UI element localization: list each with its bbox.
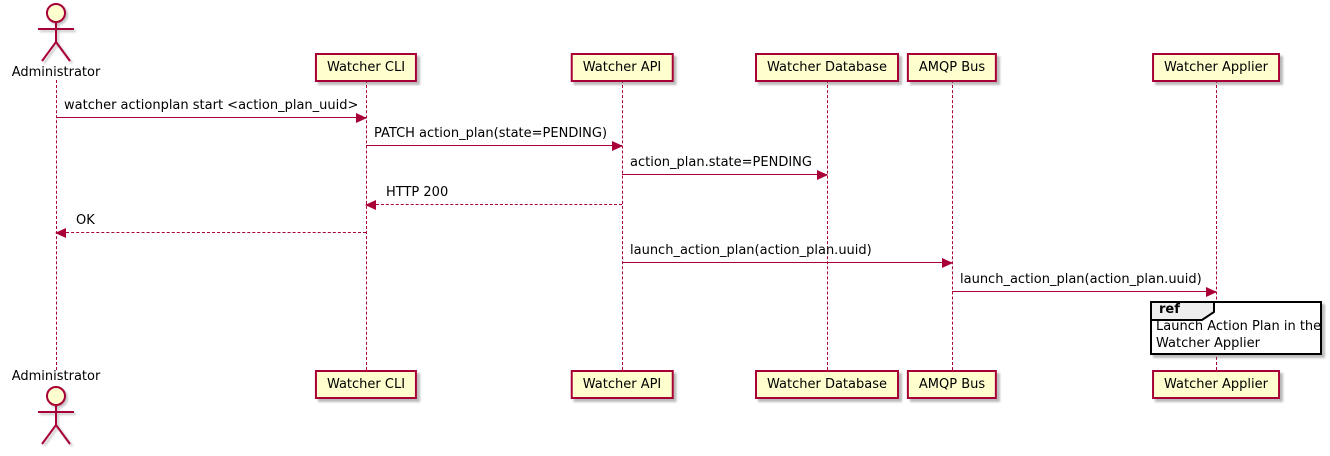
ref-keyword: ref (1159, 302, 1180, 317)
message-1: watcher actionplan start <action_plan_uu… (56, 98, 367, 123)
message-line (952, 291, 1216, 292)
actor-figure-icon (38, 386, 74, 445)
participant-bottom-watcher-applier: Watcher Applier (1152, 370, 1280, 399)
participant-top-watcher-applier: Watcher Applier (1152, 53, 1280, 82)
message-7: launch_action_plan(action_plan.uuid) (952, 272, 1217, 297)
ref-tab-shape-icon (1150, 301, 1215, 321)
participant-label: Watcher Database (767, 60, 887, 75)
participant-bottom-watcher-api: Watcher API (570, 370, 674, 399)
message-6: launch_action_plan(action_plan.uuid) (622, 243, 953, 268)
participant-top-amqp-bus: AMQP Bus (906, 53, 998, 82)
arrowhead-icon (1206, 287, 1217, 297)
arrowhead-icon (612, 141, 623, 151)
participant-label: AMQP Bus (918, 377, 986, 392)
lifeline-administrator (56, 80, 57, 370)
message-3: action_plan.state=PENDING (622, 155, 828, 180)
actor-label-top: Administrator (11, 65, 101, 80)
message-2: PATCH action_plan(state=PENDING) (366, 126, 623, 151)
message-label: PATCH action_plan(state=PENDING) (374, 126, 608, 141)
lifeline-watcher-cli (366, 80, 367, 370)
arrowhead-icon (365, 200, 376, 210)
actor-label-bottom: Administrator (11, 369, 101, 384)
message-5: OK (55, 213, 366, 238)
message-line (622, 174, 827, 175)
ref-text: Launch Action Plan in the Watcher Applie… (1152, 303, 1322, 352)
message-line (56, 117, 366, 118)
ref-fragment: ref Launch Action Plan in the Watcher Ap… (1150, 301, 1322, 355)
participant-label: Watcher CLI (326, 60, 406, 75)
lifeline-amqp-bus (952, 80, 953, 370)
message-line (366, 204, 622, 205)
participant-label: Watcher API (582, 60, 662, 75)
participant-bottom-amqp-bus: AMQP Bus (906, 370, 998, 399)
participant-label: AMQP Bus (918, 60, 986, 75)
arrowhead-icon (55, 228, 66, 238)
ref-text-line: Watcher Applier (1156, 336, 1260, 351)
participant-label: Watcher API (582, 377, 662, 392)
message-line (366, 145, 622, 146)
arrowhead-icon (942, 258, 953, 268)
participant-top-watcher-database: Watcher Database (755, 53, 899, 82)
message-line (622, 262, 952, 263)
participant-label: Watcher Applier (1164, 60, 1268, 75)
lifeline-watcher-database (827, 80, 828, 370)
arrowhead-icon (356, 113, 367, 123)
message-label: launch_action_plan(action_plan.uuid) (960, 272, 1202, 287)
participant-bottom-watcher-database: Watcher Database (755, 370, 899, 399)
participant-label: Watcher CLI (326, 377, 406, 392)
participant-label: Watcher Applier (1164, 377, 1268, 392)
ref-text-line: Launch Action Plan in the (1156, 319, 1322, 334)
lifeline-watcher-applier (1216, 80, 1217, 370)
actor-figure-icon (38, 3, 74, 62)
message-label: action_plan.state=PENDING (630, 155, 812, 170)
message-line (56, 232, 366, 233)
participant-top-watcher-cli: Watcher CLI (314, 53, 418, 82)
arrowhead-icon (817, 170, 828, 180)
message-label: HTTP 200 (386, 185, 449, 200)
message-label: watcher actionplan start <action_plan_uu… (64, 98, 359, 113)
message-label: OK (76, 213, 95, 228)
participant-label: Watcher Database (767, 377, 887, 392)
message-4: HTTP 200 (365, 185, 622, 210)
lifeline-watcher-api (622, 80, 623, 370)
message-label: launch_action_plan(action_plan.uuid) (630, 243, 872, 258)
ref-tab: ref (1150, 301, 1218, 321)
participant-top-watcher-api: Watcher API (570, 53, 674, 82)
participant-bottom-watcher-cli: Watcher CLI (314, 370, 418, 399)
